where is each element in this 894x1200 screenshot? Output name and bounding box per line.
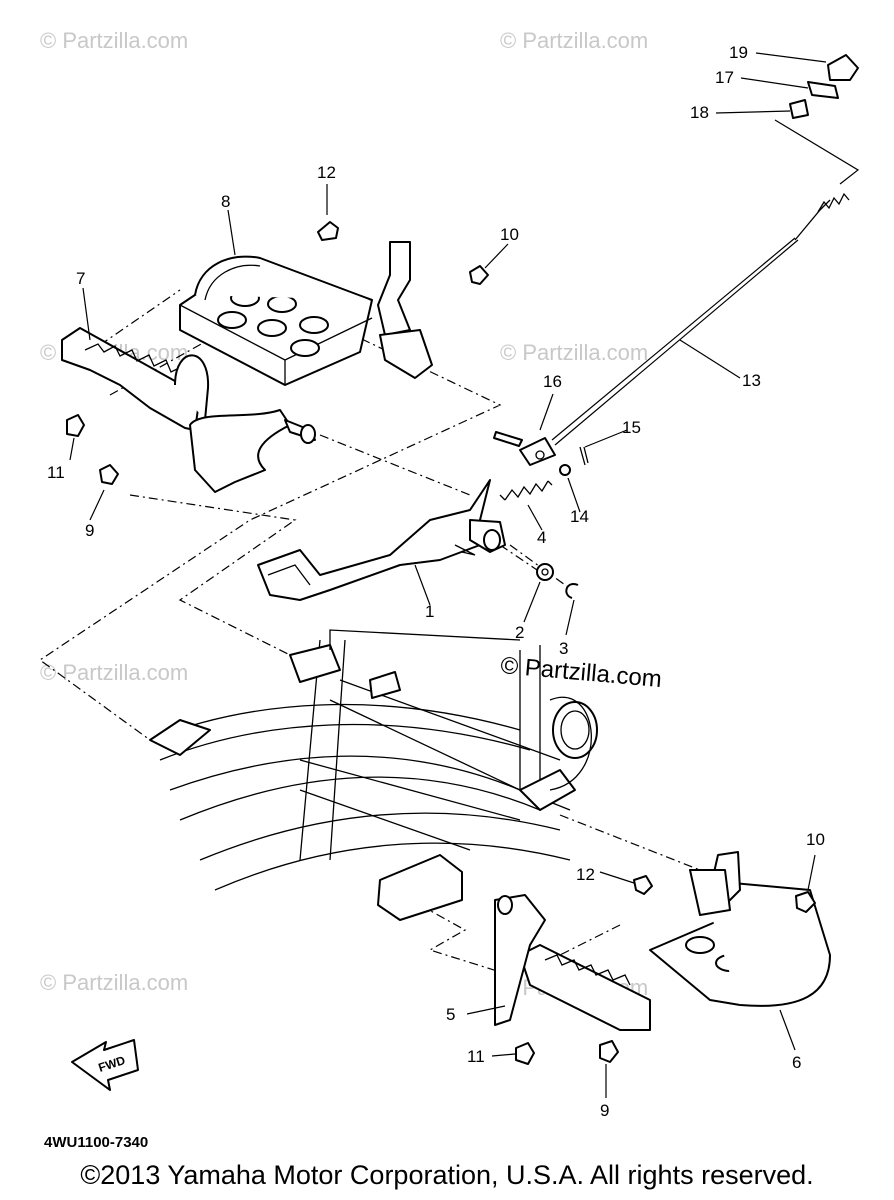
callout-1: 1 <box>425 602 434 621</box>
watermark: © Partzilla.com <box>500 28 648 53</box>
callout-17: 17 <box>715 68 734 87</box>
brake-rod-pin <box>493 431 523 447</box>
watermark: © Partzilla.com <box>40 28 188 53</box>
callout-7: 7 <box>76 269 85 288</box>
callout-13: 13 <box>742 371 761 390</box>
brake-spring <box>499 480 553 501</box>
bolt <box>317 221 339 241</box>
copyright-notice: ©2013 Yamaha Motor Corporation, U.S.A. A… <box>80 1160 814 1190</box>
callout-11: 11 <box>467 1047 485 1066</box>
bolt <box>469 265 489 285</box>
right-footrest-guard <box>699 879 831 1007</box>
left-footrest-guard <box>194 255 373 301</box>
callout-2: 2 <box>515 623 524 642</box>
small-washer <box>559 464 571 476</box>
callout-19: 19 <box>729 43 748 62</box>
left-footpeg-bracket <box>189 409 316 493</box>
callout-9: 9 <box>85 521 94 540</box>
callouts: 12 8 10 7 11 9 13 16 15 14 4 1 2 3 19 17… <box>47 43 825 1120</box>
watermark: © Partzilla.com <box>40 970 188 995</box>
callout-16: 16 <box>543 372 562 391</box>
right-guard-mount <box>689 851 741 916</box>
adjust-joint <box>807 81 839 99</box>
leader-lines <box>69 52 860 1098</box>
bolt <box>599 1040 619 1063</box>
callout-14: 14 <box>570 507 589 526</box>
left-footpeg <box>61 327 210 431</box>
bolt <box>99 464 119 485</box>
callout-12: 12 <box>317 163 336 182</box>
watermark-main: © Partzilla.com <box>499 652 662 693</box>
callout-12: 12 <box>576 865 595 884</box>
watermark: © Partzilla.com <box>500 340 648 365</box>
callout-3: 3 <box>559 639 568 658</box>
diagram-code: 4WU1100-7340 <box>44 1134 149 1151</box>
nut <box>515 1042 535 1065</box>
callout-9: 9 <box>600 1101 609 1120</box>
washer <box>536 563 554 581</box>
brake-rod <box>519 192 850 466</box>
bolt <box>633 875 653 895</box>
callout-4: 4 <box>537 528 546 547</box>
callout-15: 15 <box>622 418 641 437</box>
right-footpeg-bracket <box>494 894 546 1026</box>
fwd-arrow-icon: FWD <box>71 1039 139 1091</box>
callout-11: 11 <box>47 463 65 482</box>
callout-10: 10 <box>806 830 825 849</box>
bolt <box>795 891 816 913</box>
adjust-nut <box>789 99 809 119</box>
callout-10: 10 <box>500 225 519 244</box>
watermark: © Partzilla.com <box>40 660 188 685</box>
circlip <box>565 583 579 599</box>
right-footpeg <box>519 944 651 1031</box>
wing-nut <box>827 54 859 81</box>
callout-18: 18 <box>690 103 709 122</box>
callout-5: 5 <box>446 1005 455 1024</box>
left-guard-mount <box>377 241 433 379</box>
callout-6: 6 <box>792 1053 801 1072</box>
nut <box>66 414 85 437</box>
frame <box>149 629 598 921</box>
brake-pedal <box>257 479 506 601</box>
callout-8: 8 <box>221 192 230 211</box>
cotter-pin <box>579 446 589 466</box>
